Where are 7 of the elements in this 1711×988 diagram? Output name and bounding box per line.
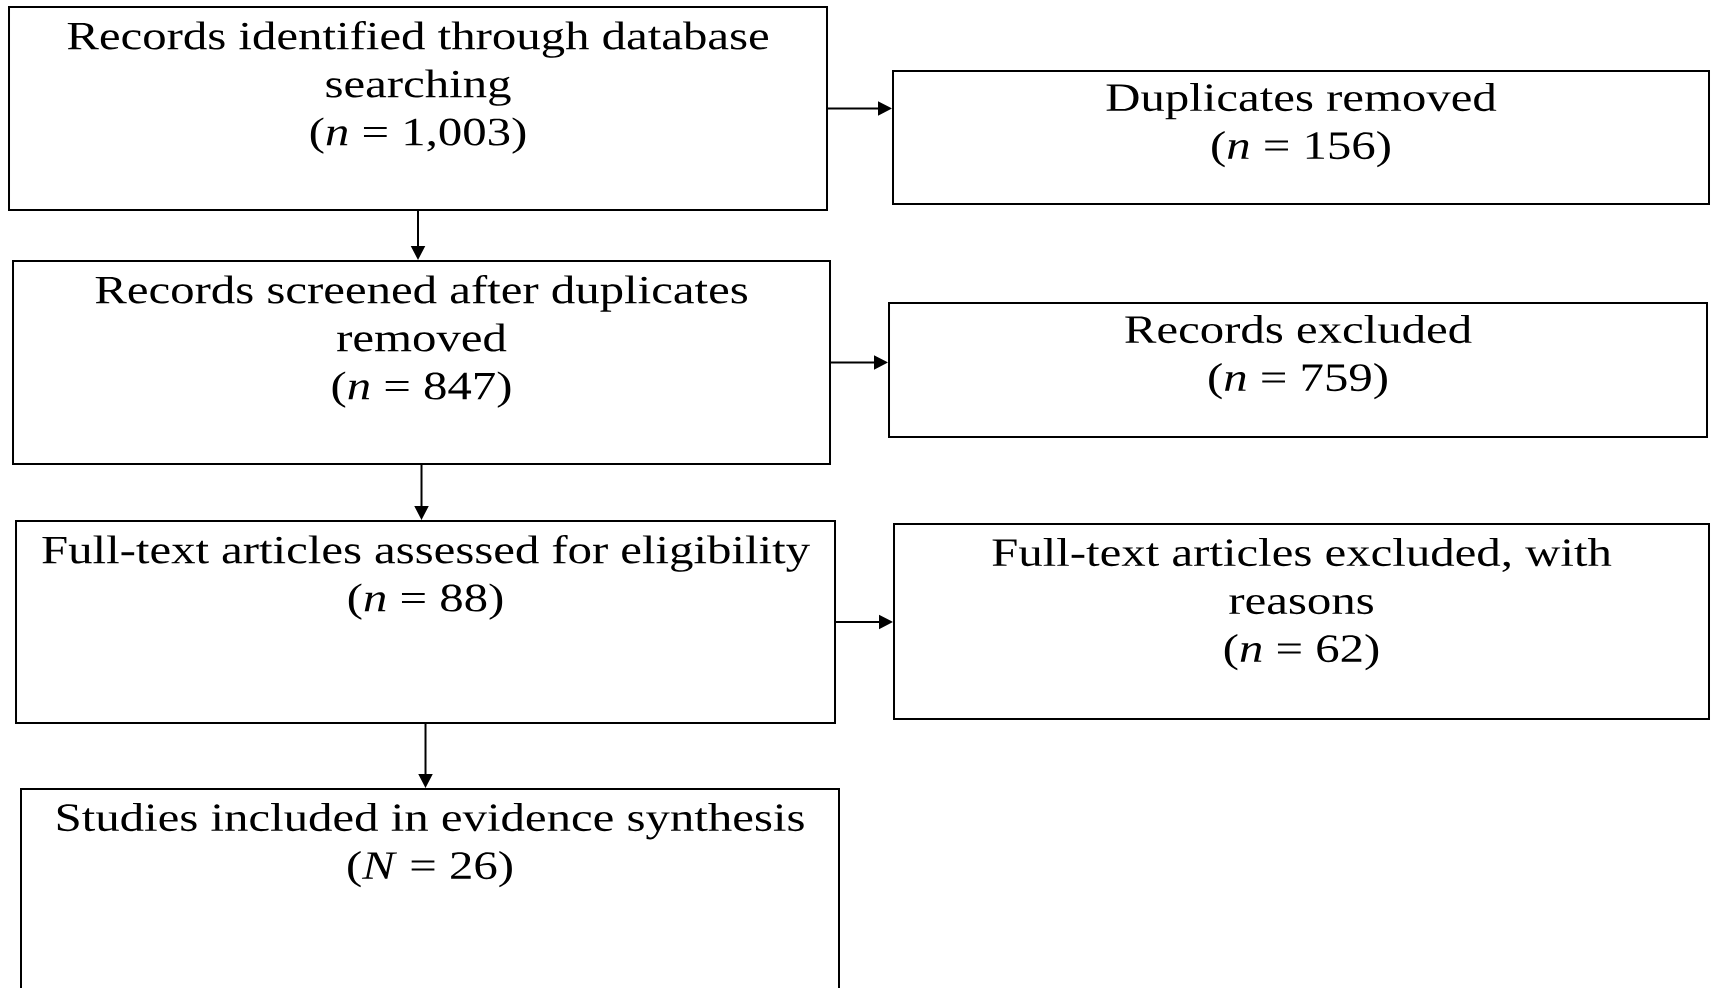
process-box: Full-text articles excluded, with reasons (n = 62): [893, 523, 1710, 720]
process-box: Studies included in evidence synthesis (N = 26): [20, 788, 840, 988]
process-box: Full-text articles assessed for eligibility (n = 88): [15, 520, 836, 724]
process-box: Records identified through database searching (n = 1,003): [8, 6, 828, 211]
process-box: Records screened after duplicates removed (n = 847): [12, 260, 831, 465]
process-box: Records excluded (n = 759): [888, 302, 1708, 438]
process-box: Duplicates removed (n = 156): [892, 70, 1710, 205]
